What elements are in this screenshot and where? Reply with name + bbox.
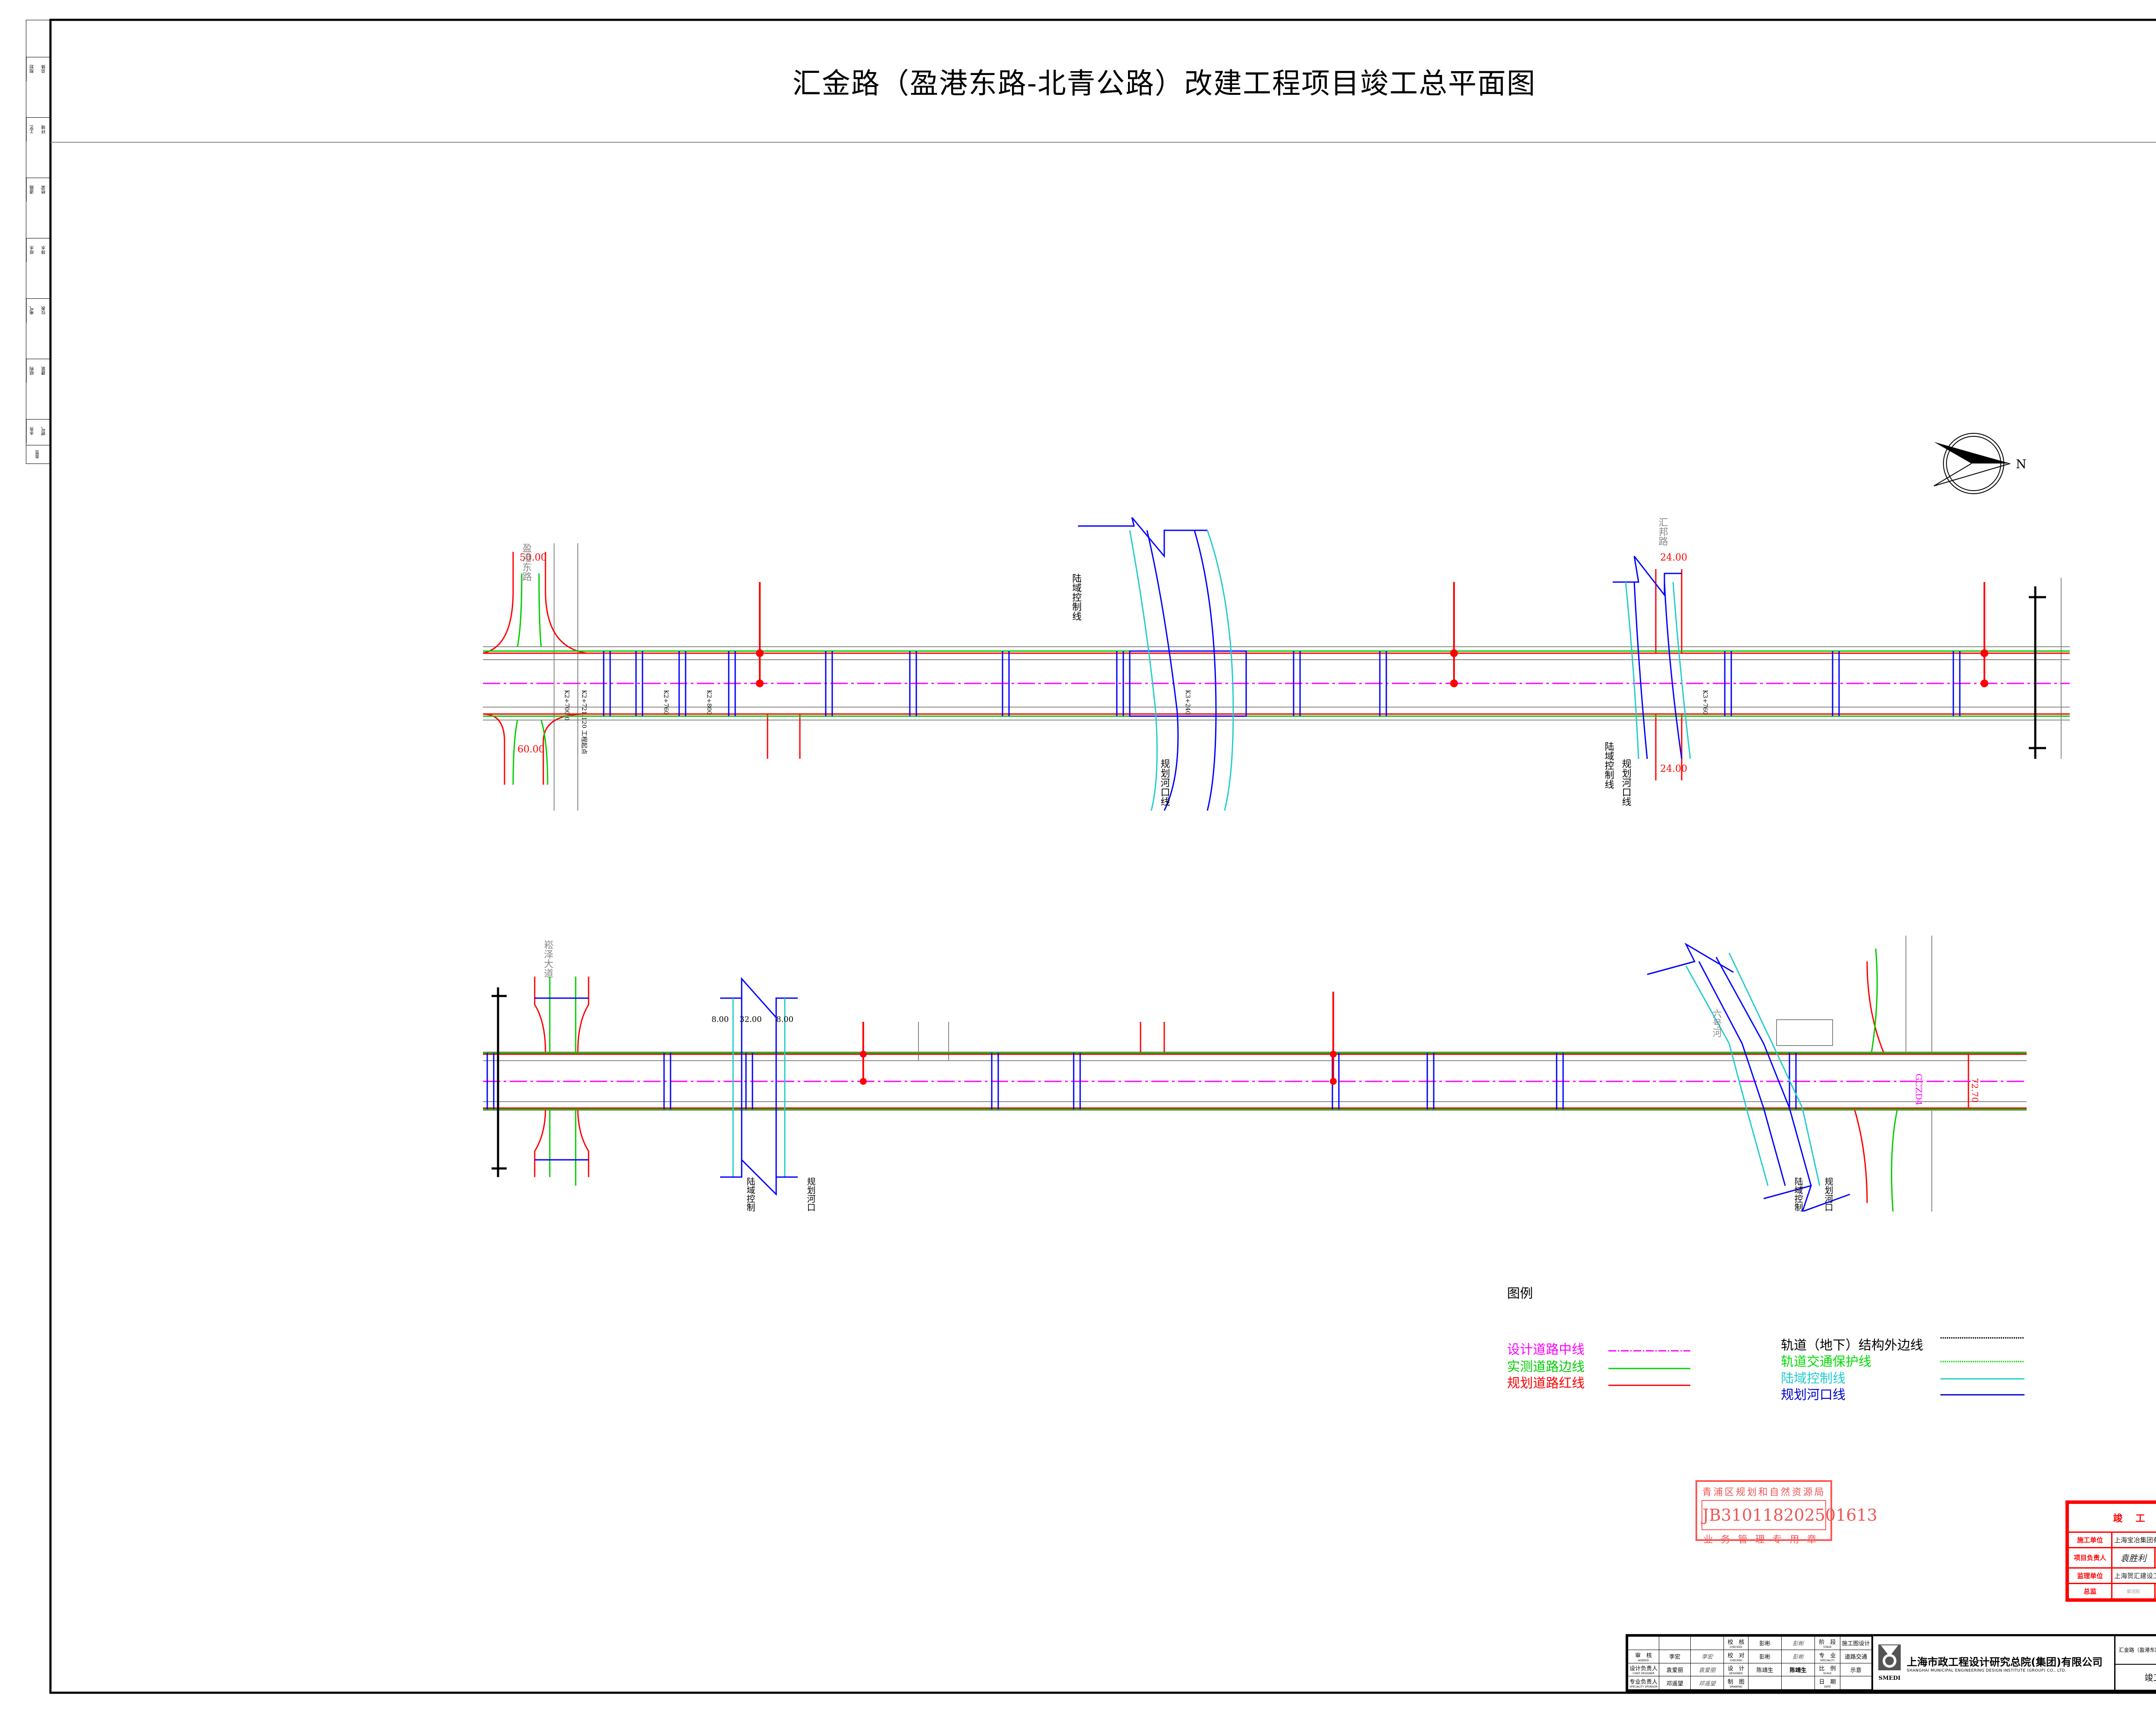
svg-text:规划河口线: 规划河口线 <box>805 1177 816 1212</box>
countersign-cell: 结构建筑 <box>26 359 50 383</box>
permit-code: JB310118202501613 <box>1702 1500 1877 1530</box>
as-built-stamp: 竣工图 施工单位 上海宝冶集团有限公司 项目负责人 袁胜利 日期 2025-07… <box>2065 1500 2156 1602</box>
svg-text:陆域控制线: 陆域控制线 <box>1603 742 1614 789</box>
svg-text:8.00: 8.00 <box>711 1015 729 1024</box>
legend-rail-protection: 轨道交通保护线 <box>1781 1354 1871 1369</box>
svg-text:K3+240: K3+240 <box>1184 690 1191 715</box>
svg-text:K2+760: K2+760 <box>662 690 669 715</box>
svg-text:60.00: 60.00 <box>517 744 545 755</box>
plan-bottom-segment: 8.00 32.00 8.00 72.70 GCZD4 崧泽大道 六号河 陆域控… <box>483 936 2027 1212</box>
svg-text:陆域控制线: 陆域控制线 <box>1071 573 1082 621</box>
smedi-logo-icon: SMEDI <box>1878 1644 1901 1682</box>
legend-measured-edge: 实测道路边线 <box>1507 1359 1585 1375</box>
svg-text:K3+760: K3+760 <box>1702 690 1708 715</box>
svg-text:规划河口线: 规划河口线 <box>1159 759 1170 806</box>
svg-text:盈港东路: 盈港东路 <box>521 543 532 581</box>
north-arrow-icon: N <box>1934 433 2027 494</box>
svg-text:规划河口线: 规划河口线 <box>1620 759 1632 806</box>
svg-text:崧泽大道: 崧泽大道 <box>542 940 554 978</box>
svg-text:24.00: 24.00 <box>1660 552 1687 563</box>
svg-text:50.00: 50.00 <box>520 552 547 563</box>
company-name-en: SHANGHAI MUNICIPAL ENGINEERING DESIGN IN… <box>1907 1668 2067 1673</box>
svg-text:32.00: 32.00 <box>740 1015 762 1024</box>
svg-text:72.70: 72.70 <box>1970 1078 1980 1102</box>
countersign-cell: 水务燃气 <box>26 419 50 443</box>
legend-design-centerline: 设计道路中线 <box>1507 1342 1585 1357</box>
legend-rail-structure: 轨道（地下）结构外边线 <box>1781 1338 1923 1353</box>
countersign-cell: 电气仪表 <box>26 298 50 323</box>
svg-text:8.00: 8.00 <box>776 1015 793 1024</box>
countersign-cell: 规划总体 <box>26 57 50 81</box>
svg-text:规划河口线: 规划河口线 <box>1823 1177 1833 1212</box>
countersign-title: 会签 <box>26 445 50 464</box>
svg-text:K2+700.0: K2+700.0 <box>563 690 570 720</box>
svg-text:GCZD4: GCZD4 <box>1914 1074 1924 1105</box>
construction-unit: 上海宝冶集团有限公司 <box>2111 1531 2156 1549</box>
countersign-cell: 工艺环境 <box>26 117 50 141</box>
countersign-cell: 道路桥梁 <box>26 178 50 202</box>
svg-text:六号河: 六号河 <box>1711 1009 1722 1037</box>
svg-text:汇邦路: 汇邦路 <box>1657 517 1668 546</box>
company-logo-block: SMEDI 上海市政工程设计研究总院(集团)有限公司 SHANGHAI MUNI… <box>1872 1636 2116 1690</box>
countersign-cell: 给水排水 <box>26 238 50 262</box>
svg-text:陆域控制线: 陆域控制线 <box>1793 1177 1803 1212</box>
planning-bureau-stamp: 青浦区规划和自然资源局 JB310118202501613 业务管理专用章 <box>1695 1480 1877 1545</box>
plan-top-segment: K2+700.0 K2+721.120 工程起点 K2+760 K2+800 K… <box>483 517 2070 811</box>
project-name: 汇金路（盈港东路—北青公路）改建工程项目 <box>2115 1636 2156 1665</box>
project-info: 汇金路（盈港东路—北青公路）改建工程项目 竣工总平面图 <box>2115 1636 2156 1690</box>
legend-river-line: 规划河口线 <box>1781 1387 1846 1403</box>
chief-supervisor-signature: 郭河阳 <box>2111 1582 2156 1600</box>
svg-text:陆域控制线: 陆域控制线 <box>745 1177 755 1212</box>
drawing-name: 竣工总平面图 <box>2144 1672 2156 1683</box>
legend-swatches <box>1608 1337 2024 1396</box>
company-name-cn: 上海市政工程设计研究总院(集团)有限公司 <box>1907 1656 2103 1668</box>
drawing-title: 汇金路（盈港东路-北青公路）改建工程项目竣工总平面图 <box>792 67 1536 100</box>
legend-land-control: 陆域控制线 <box>1781 1371 1846 1386</box>
project-manager-signature: 袁胜利 <box>2111 1547 2156 1569</box>
svg-text:K2+800: K2+800 <box>705 690 712 715</box>
svg-text:SMEDI: SMEDI <box>1878 1675 1900 1682</box>
svg-text:24.00: 24.00 <box>1660 764 1687 774</box>
svg-text:N: N <box>2016 457 2027 471</box>
legend-red-line: 规划道路红线 <box>1507 1376 1585 1391</box>
countersign-strip: 规划总体 工艺环境 道路桥梁 给水排水 电气仪表 结构建筑 水务燃气 会签 <box>26 20 50 464</box>
legend-title: 图例 <box>1507 1286 1533 1301</box>
supervision-unit: 上海贺汇建设工程管理有限公司 <box>2111 1567 2156 1584</box>
svg-text:K2+721.120 工程起点: K2+721.120 工程起点 <box>580 690 587 754</box>
